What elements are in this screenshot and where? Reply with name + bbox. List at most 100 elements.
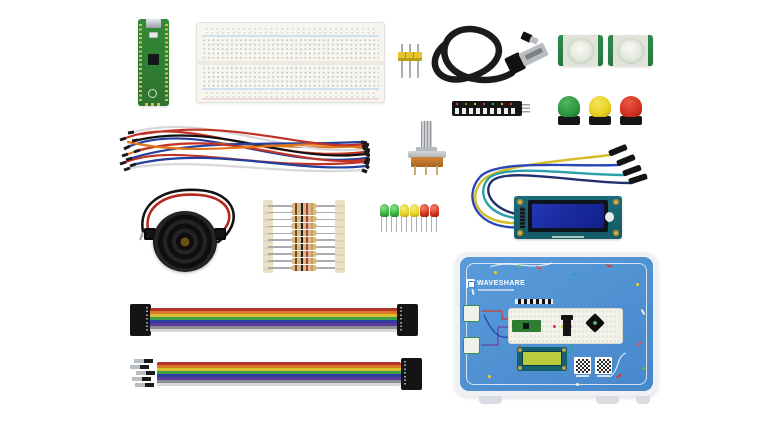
- ribbon-wires: [150, 308, 398, 332]
- confetti-dot: [518, 265, 521, 268]
- waveshare-logo-text: WAVESHARE: [477, 280, 526, 287]
- buzzer-body: [153, 211, 217, 272]
- breadboard-power-rail: [204, 27, 377, 34]
- resistor: [262, 264, 346, 271]
- lcd-wire-connectors: [608, 144, 648, 185]
- confetti-dot: [494, 271, 497, 274]
- push-button-yellow: [588, 96, 612, 125]
- lcd-screen: [532, 204, 604, 228]
- lid-led-dot: [553, 325, 556, 328]
- lid-led-dot: [561, 325, 564, 328]
- potentiometer-body: [411, 157, 443, 167]
- lid-pico-illustration: [512, 320, 541, 332]
- confetti-dot: [642, 367, 645, 370]
- lid-outline: [466, 263, 647, 385]
- led-green: [390, 204, 399, 246]
- potentiometer-shaft: [421, 121, 432, 148]
- push-button-red: [619, 96, 643, 125]
- raspberry-pi-pico-board: [138, 19, 169, 106]
- led-red: [420, 204, 429, 246]
- header-pins-top: [398, 44, 422, 52]
- ribbon-connector: [401, 358, 422, 390]
- header-insulator: [398, 52, 422, 61]
- box-foot: [479, 396, 502, 404]
- lid-pir-illustration: [463, 305, 480, 322]
- ribbon-male-pins: [130, 359, 158, 389]
- button-cap: [558, 96, 580, 117]
- lid-lcd-illustration: [517, 347, 567, 371]
- pir-fresnel-lens: [567, 37, 594, 64]
- led-yellow: [410, 204, 419, 246]
- buzzer-sound-hole: [180, 237, 190, 246]
- yellow-pin-header: [398, 44, 422, 80]
- cable-coil: [431, 25, 516, 84]
- waveshare-logo-icon: [466, 279, 475, 288]
- resistor-strip: [262, 200, 346, 273]
- ribbon-cable-female-female: [130, 302, 418, 338]
- confetti-dot: [576, 383, 579, 386]
- led-bar-leds: [456, 103, 516, 105]
- piezo-buzzer: [138, 186, 240, 278]
- mounting-hole: [613, 230, 619, 236]
- jumper-pin-tips-right: [360, 140, 370, 174]
- pir-pcb-edge: [558, 35, 563, 66]
- breadboard-rail-line: [202, 35, 379, 37]
- led-bar-module: [452, 101, 530, 116]
- led-yellow: [400, 204, 409, 246]
- ribbon-wires: [157, 362, 401, 386]
- kit-storage-box: WAVESHARE: [455, 252, 658, 396]
- ribbon-connector: [397, 304, 418, 336]
- breadboard-rail-line: [202, 98, 379, 100]
- qr-code: [574, 357, 591, 377]
- led-red: [430, 204, 439, 246]
- mounting-hole: [562, 348, 566, 352]
- lcd-silkscreen-label: [552, 236, 584, 238]
- lcd-jumper-wires: [471, 144, 648, 229]
- led-bar-segments: [455, 108, 517, 114]
- lcd-hole-right: [605, 212, 614, 222]
- micro-usb-port: [146, 19, 161, 28]
- breadboard: [196, 22, 385, 103]
- jumper-pin-tips-left: [119, 130, 141, 172]
- lid-pir-illustration: [463, 337, 480, 354]
- gold-pads: [145, 103, 163, 106]
- resistor: [262, 250, 346, 257]
- breadboard-holes: [202, 38, 379, 60]
- breadboard-power-rail: [204, 91, 377, 98]
- lid-potentiometer-illustration: [561, 315, 573, 336]
- resistor: [262, 223, 346, 230]
- lid-lcd-screen: [522, 351, 562, 366]
- breadboard-rail-line: [202, 88, 379, 90]
- button-base: [589, 116, 611, 125]
- pir-motion-sensor: [608, 35, 653, 66]
- box-foot: [596, 396, 619, 404]
- button-cap: [589, 96, 611, 117]
- resistor: [262, 236, 346, 243]
- waveshare-tagline: [478, 289, 514, 291]
- buzzer-mounting-ear: [214, 228, 226, 240]
- potentiometer-legs: [414, 166, 440, 175]
- breadboard-holes: [202, 66, 379, 88]
- resistor: [262, 202, 346, 209]
- lid-wiring-artwork: [481, 262, 627, 378]
- header-pins-bottom: [398, 61, 422, 78]
- breadboard-center-groove: [196, 61, 385, 65]
- led-bar-pins: [522, 104, 530, 113]
- waveshare-logo: WAVESHARE: [466, 279, 526, 291]
- led-green: [380, 204, 389, 246]
- micro-usb-cable: [431, 25, 549, 84]
- lcd1602-module: [514, 196, 622, 239]
- ribbon-connector: [130, 304, 151, 336]
- box-lid-artwork: WAVESHARE: [460, 257, 653, 391]
- mounting-hole: [517, 230, 523, 236]
- lcd-bezel: [528, 200, 608, 232]
- button-base: [558, 116, 580, 125]
- pir-pcb-edge: [648, 35, 653, 66]
- mounting-hole: [562, 366, 566, 370]
- led-set: [380, 204, 439, 246]
- pir-motion-sensor: [558, 35, 603, 66]
- mounting-hole: [517, 199, 523, 205]
- micro-usb-connector: [520, 31, 539, 45]
- bootsel-button: [149, 32, 158, 38]
